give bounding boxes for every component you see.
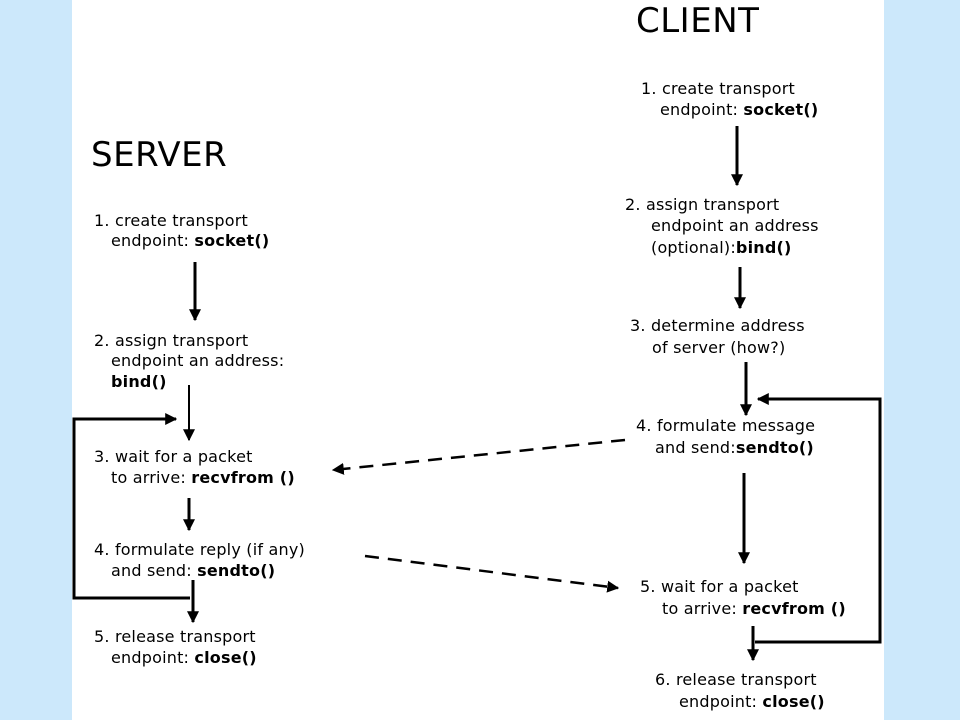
server-step5-text: endpoint:	[111, 648, 195, 667]
server-title: SERVER	[91, 135, 228, 175]
client-step5-line1: 5. wait for a packet	[640, 577, 799, 596]
server-step3-line1: 3. wait for a packet	[94, 447, 253, 466]
server-step1-call: socket()	[194, 231, 270, 250]
client-step2-text: (optional):	[651, 238, 736, 257]
server-step4-line2: and send: sendto()	[111, 561, 275, 581]
client-step6-call: close()	[762, 692, 825, 711]
server-step2-line3: bind()	[111, 372, 167, 392]
server-step1-line1: 1. create transport	[94, 211, 248, 230]
client-step4-call: sendto()	[735, 438, 814, 457]
client-step1-text: endpoint:	[660, 100, 744, 119]
server-loop-line	[72, 413, 190, 600]
client-title: CLIENT	[636, 1, 760, 41]
client-step5-call: recvfrom ()	[742, 599, 846, 618]
server-step1-text: endpoint:	[111, 231, 195, 250]
client-step1-call: socket()	[743, 100, 819, 119]
client-step1-line2: endpoint: socket()	[660, 100, 818, 120]
server-step3-line2: to arrive: recvfrom ()	[111, 468, 295, 488]
client-step5-text: to arrive:	[662, 599, 743, 618]
reply-dashed-arrow	[364, 554, 620, 593]
client-step1-line1: 1. create transport	[641, 79, 795, 98]
client-step5-line2: to arrive: recvfrom ()	[662, 599, 846, 619]
client-step6-line2: endpoint: close()	[679, 692, 825, 712]
server-step5-line2: endpoint: close()	[111, 648, 257, 668]
client-step4-line2: and send:sendto()	[655, 438, 814, 458]
server-step1-line2: endpoint: socket()	[111, 231, 269, 251]
server-step4-line1: 4. formulate reply (if any)	[94, 540, 305, 559]
client-step2-line1: 2. assign transport	[625, 195, 780, 214]
client-loop-line	[755, 393, 882, 644]
client-step3-line1: 3. determine address	[630, 316, 805, 335]
server-step5-line1: 5. release transport	[94, 627, 256, 646]
client-step2-call: bind()	[735, 238, 792, 257]
client-step2-line2: endpoint an address	[651, 216, 819, 235]
client-step6-line1: 6. release transport	[655, 670, 817, 689]
server-step5-call: close()	[194, 648, 257, 667]
client-step4-line1: 4. formulate message	[636, 416, 816, 435]
server-step2-line2: endpoint an address:	[111, 351, 285, 370]
server-step4-call: sendto()	[197, 561, 276, 580]
diagram-panel	[72, 0, 884, 720]
server-step3-call: recvfrom ()	[191, 468, 295, 487]
request-dashed-arrow	[331, 438, 626, 475]
server-step2-call: bind()	[111, 372, 167, 391]
client-step3-line2: of server (how?)	[652, 338, 786, 357]
client-step4-text: and send:	[655, 438, 736, 457]
server-step3-text: to arrive:	[111, 468, 192, 487]
server-step2-line1: 2. assign transport	[94, 331, 249, 350]
client-step2-line3: (optional):bind()	[651, 238, 792, 258]
client-step6-text: endpoint:	[679, 692, 763, 711]
server-step4-text: and send:	[111, 561, 198, 580]
